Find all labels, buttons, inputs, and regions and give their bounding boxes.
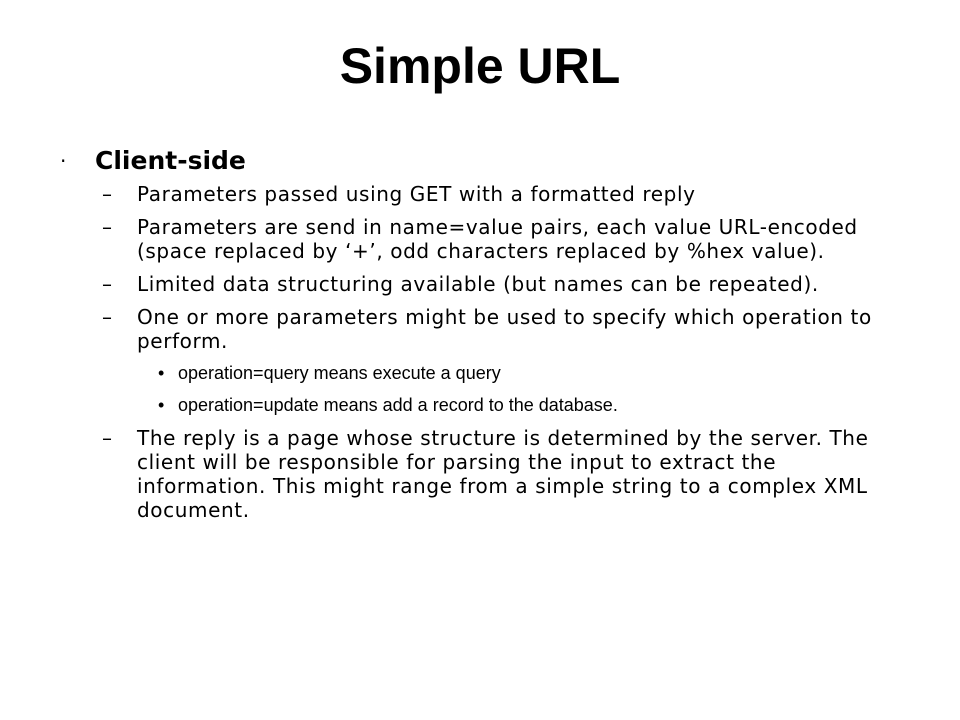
dash-marker: – — [102, 182, 113, 206]
dash-marker: – — [102, 215, 113, 239]
bullet-marker: · — [60, 149, 67, 173]
bullet-client-side: · Client-side — [60, 144, 910, 178]
sub-bullet-text: Parameters are send in name=value pairs,… — [137, 215, 858, 263]
sub-bullet-text: Limited data structuring available (but … — [137, 272, 819, 296]
slide-content: · Client-side – Parameters passed using … — [60, 144, 910, 531]
dash-marker: – — [102, 272, 113, 296]
dash-marker: – — [102, 426, 113, 450]
sub-bullet-data-structuring: – Limited data structuring available (bu… — [60, 272, 910, 296]
sub-bullet-text: Parameters passed using GET with a forma… — [137, 182, 696, 206]
sub-bullet-operation-params: – One or more parameters might be used t… — [60, 305, 910, 353]
slide-title: Simple URL — [339, 38, 621, 94]
sub-sub-bullet-text: operation=update means add a record to t… — [178, 395, 618, 415]
sub-bullet-name-value-pairs: – Parameters are send in name=value pair… — [60, 215, 910, 263]
sub-bullet-reply-structure: – The reply is a page whose structure is… — [60, 426, 910, 522]
sub-sub-bullet-update: • operation=update means add a record to… — [60, 394, 910, 416]
sub-bullet-text: The reply is a page whose structure is d… — [137, 426, 869, 522]
sub-sub-bullet-text: operation=query means execute a query — [178, 363, 501, 383]
sub-sub-bullet-query: • operation=query means execute a query — [60, 362, 910, 384]
dot-marker: • — [158, 363, 165, 383]
dot-marker: • — [158, 395, 165, 415]
bullet-label: Client-side — [95, 146, 246, 175]
sub-bullet-get-params: – Parameters passed using GET with a for… — [60, 182, 910, 206]
sub-bullet-text: One or more parameters might be used to … — [137, 305, 872, 353]
dash-marker: – — [102, 305, 113, 329]
